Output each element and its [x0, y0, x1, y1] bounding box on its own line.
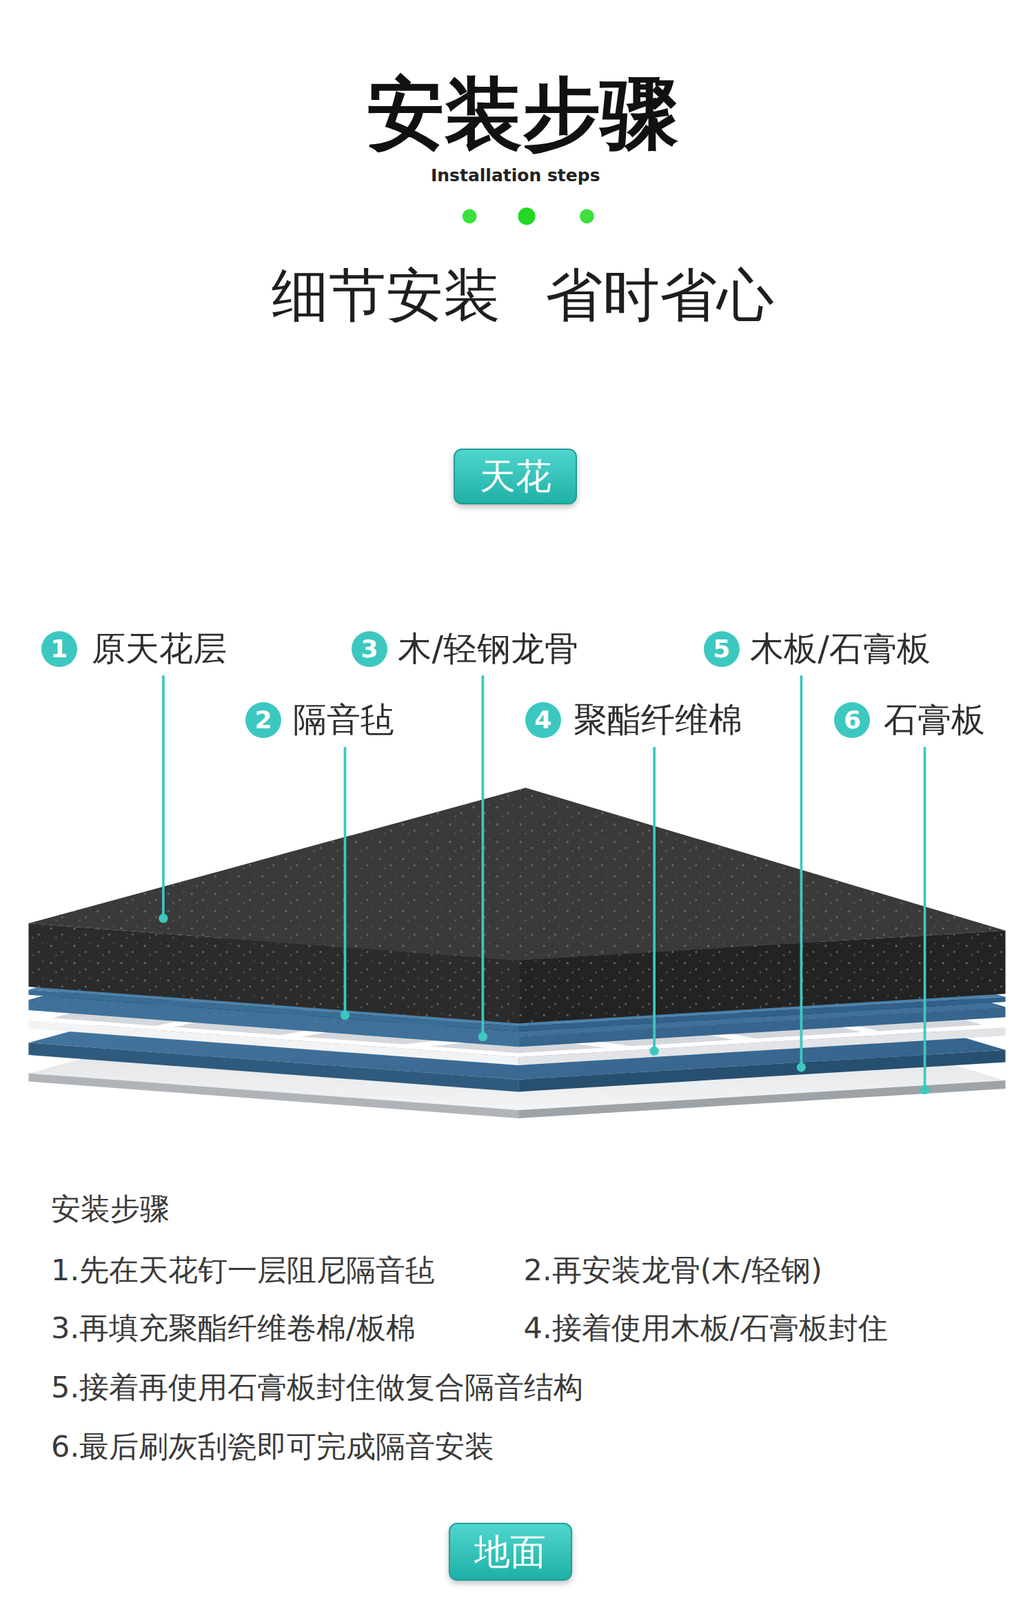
slab-texture [518, 930, 1006, 1024]
section-button: 天花 [453, 448, 577, 505]
section-button: 地面 [448, 1523, 573, 1582]
part-name: 石膏板 [883, 701, 986, 740]
subtitle: Installation steps [430, 165, 601, 186]
slogan: 细节安装 [271, 263, 501, 329]
leader-line [923, 747, 927, 1091]
callout-number: 4 [525, 702, 562, 739]
part-name: 聚酯纤维棉 [573, 701, 743, 740]
callout-number: 3 [351, 631, 388, 668]
leader-dot [796, 1062, 806, 1072]
step-text: 5.接着再使用石膏板封住做复合隔音结构 [51, 1371, 584, 1405]
steps-heading: 安装步骤 [51, 1192, 170, 1227]
green-dot [462, 209, 478, 225]
part-name: 原天花层 [91, 630, 227, 669]
leader-line [800, 675, 804, 1068]
page-title: 安装步骤 [366, 69, 679, 160]
slogan: 省时省心 [545, 263, 775, 329]
slab-side [28, 923, 519, 1024]
callout-number: 1 [41, 631, 78, 668]
leader-line [161, 675, 165, 919]
step-text: 2.再安装龙骨(木/轻钢) [523, 1253, 823, 1288]
leader-dot [478, 1032, 488, 1042]
leader-dot [340, 1011, 350, 1021]
step-text: 1.先在天花钉一层阻尼隔音毡 [51, 1253, 435, 1288]
leader-line [652, 747, 656, 1052]
leader-dot [920, 1085, 930, 1095]
step-text: 3.再填充聚酯纤维卷棉/板棉 [51, 1311, 416, 1346]
callout-number: 2 [245, 702, 282, 739]
leader-line [343, 747, 347, 1016]
slab-top [28, 787, 1006, 961]
slab-texture [28, 923, 519, 1024]
callout-number: 5 [703, 631, 740, 668]
part-name: 隔音毡 [292, 701, 395, 740]
leader-dots [158, 914, 930, 1095]
button-text: 地面 [474, 1533, 546, 1573]
leader-dot [649, 1047, 659, 1057]
scaled-art [28, 207, 1006, 1119]
green-dot [579, 209, 595, 225]
slab-texture [28, 787, 1006, 961]
part-name: 木板/石膏板 [749, 630, 931, 669]
leader-lines [163, 675, 926, 1090]
part-name: 木/轻钢龙骨 [397, 630, 579, 669]
concrete-slab [28, 787, 1006, 1024]
green-dot [517, 207, 535, 225]
callout-number: 6 [834, 702, 870, 739]
step-text: 4.接着使用木板/石膏板封住 [523, 1311, 889, 1346]
step-text: 6.最后刷灰刮瓷即可完成隔音安装 [51, 1430, 495, 1465]
leader-dot [158, 914, 168, 924]
leader-line [481, 675, 485, 1037]
button-text: 天花 [479, 457, 552, 497]
slab-side [518, 930, 1006, 1024]
